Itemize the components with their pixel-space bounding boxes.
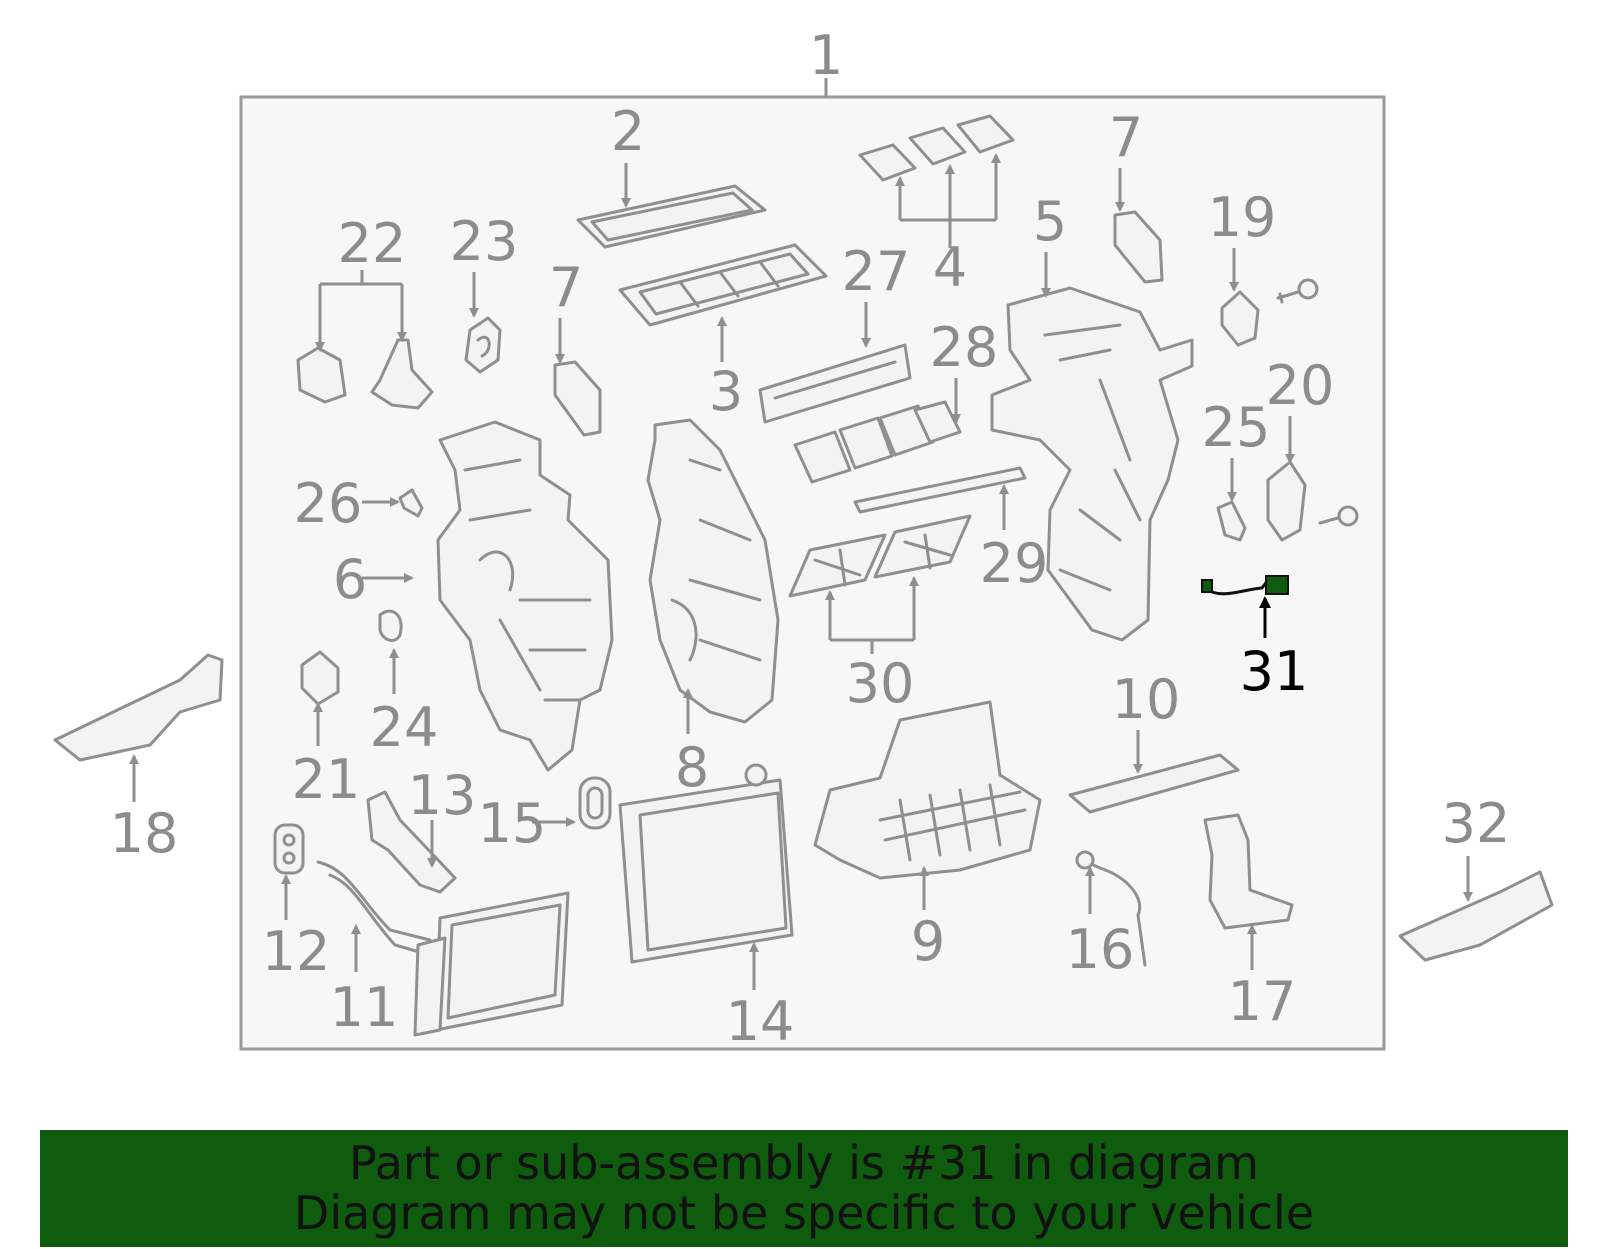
part-17 xyxy=(1203,813,1294,930)
callout-32: 32 xyxy=(1442,792,1511,855)
callout-21: 21 xyxy=(292,748,361,811)
callout-11: 11 xyxy=(330,976,399,1039)
callout-15: 15 xyxy=(478,792,547,855)
part-4 xyxy=(858,114,1015,182)
callout-9: 9 xyxy=(911,910,945,973)
part-29 xyxy=(853,466,1027,514)
banner-line-1: Part or sub-assembly is #31 in diagram xyxy=(349,1136,1259,1190)
part-28 xyxy=(793,400,962,484)
callout-24: 24 xyxy=(370,696,439,759)
callout-27: 27 xyxy=(842,240,911,303)
part-11 xyxy=(316,860,570,1037)
callout-10: 10 xyxy=(1112,668,1181,731)
callout-17: 17 xyxy=(1228,970,1297,1033)
part-12 xyxy=(273,823,305,875)
callout-7-left: 7 xyxy=(549,256,583,319)
callout-13: 13 xyxy=(408,764,477,827)
callout-7-right: 7 xyxy=(1109,106,1143,169)
part-21 xyxy=(300,650,340,706)
part-6 xyxy=(436,420,614,772)
callout-18: 18 xyxy=(110,802,179,865)
part-18 xyxy=(53,653,224,762)
part-7-left xyxy=(553,360,602,437)
part-15 xyxy=(578,776,612,830)
callout-31: 31 xyxy=(1240,640,1309,703)
part-26 xyxy=(398,488,424,518)
callout-12: 12 xyxy=(262,920,331,983)
part-14 xyxy=(618,763,794,964)
callout-14: 14 xyxy=(726,990,795,1053)
part-32 xyxy=(1398,870,1554,962)
callout-8: 8 xyxy=(675,736,709,799)
part-19 xyxy=(1220,278,1319,347)
callout-22: 22 xyxy=(338,212,407,275)
callout-16: 16 xyxy=(1066,918,1135,981)
callout-26: 26 xyxy=(294,472,363,535)
banner-line-2: Diagram may not be specific to your vehi… xyxy=(293,1186,1315,1240)
callout-30: 30 xyxy=(846,652,915,715)
callout-4: 4 xyxy=(933,236,967,299)
part-24 xyxy=(378,609,403,642)
part-3 xyxy=(618,243,828,327)
callout-1: 1 xyxy=(809,24,843,87)
callout-28: 28 xyxy=(930,316,999,379)
callout-25: 25 xyxy=(1202,396,1271,459)
part-8 xyxy=(646,418,780,724)
part-20 xyxy=(1266,460,1359,542)
part-31-wire-harness xyxy=(1201,575,1289,596)
callout-23: 23 xyxy=(450,210,519,273)
callout-20: 20 xyxy=(1266,354,1335,417)
callout-2: 2 xyxy=(611,100,645,163)
part-30 xyxy=(788,514,972,598)
part-25 xyxy=(1216,500,1247,542)
notice-banner: Part or sub-assembly is #31 in diagram D… xyxy=(40,1130,1568,1247)
callout-5: 5 xyxy=(1033,190,1067,253)
callout-19: 19 xyxy=(1208,186,1277,249)
part-10 xyxy=(1068,753,1240,814)
part-23 xyxy=(464,316,502,374)
part-5 xyxy=(990,286,1194,642)
part-2 xyxy=(576,184,767,249)
callout-3: 3 xyxy=(709,360,743,423)
part-7-right xyxy=(1113,210,1164,284)
callout-29: 29 xyxy=(980,532,1049,595)
callout-6: 6 xyxy=(333,548,367,611)
part-27 xyxy=(758,343,912,424)
part-9 xyxy=(813,700,1042,880)
